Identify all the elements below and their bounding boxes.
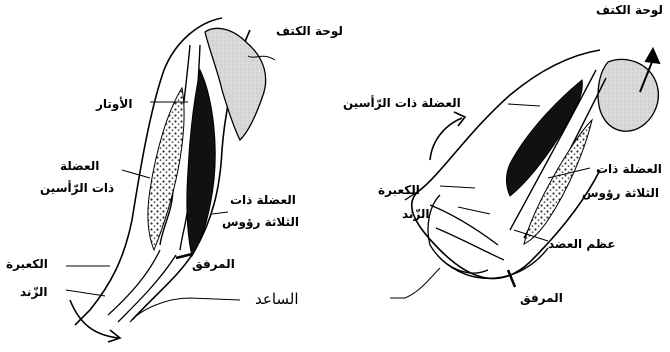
left-shoulder-blade <box>205 28 266 140</box>
right-motion-arrow <box>430 118 462 160</box>
left-biceps <box>148 88 184 250</box>
forearm-label: الساعد <box>255 292 299 307</box>
right-elbow-label: المرفق <box>520 292 563 304</box>
left-biceps-label-line2: ذات الرّأسين <box>40 182 114 194</box>
left-arm <box>66 18 275 342</box>
right-shoulder-blade-label: لوحة الكتف <box>596 4 663 16</box>
left-triceps <box>187 70 215 256</box>
left-triceps-label-line1: العضلة ذات <box>230 194 296 206</box>
left-biceps-label-line1: العضلة <box>60 160 99 172</box>
left-radius-label: الكعبرة <box>6 258 48 270</box>
humerus-label: عظم العضد <box>548 238 616 250</box>
left-ulna <box>118 255 176 322</box>
left-ulna-label: الزّند <box>20 286 48 298</box>
tendons-label: الأوتار <box>96 98 132 110</box>
right-biceps-label: العضلة ذات الرّأسين <box>343 97 461 109</box>
right-triceps-label-line1: العضلة ذات <box>596 163 662 175</box>
right-triceps-label-line2: الثلاثة رؤوس <box>582 187 659 199</box>
right-radius <box>430 205 498 245</box>
right-radius-label: الكعبرة <box>378 184 420 196</box>
left-triceps-label-line2: الثلاثة رؤوس <box>222 216 299 228</box>
left-shoulder-blade-label: لوحة الكتف <box>276 25 343 37</box>
right-ulna-label: الزّند <box>402 208 430 220</box>
left-elbow-label: المرفق <box>192 258 235 270</box>
